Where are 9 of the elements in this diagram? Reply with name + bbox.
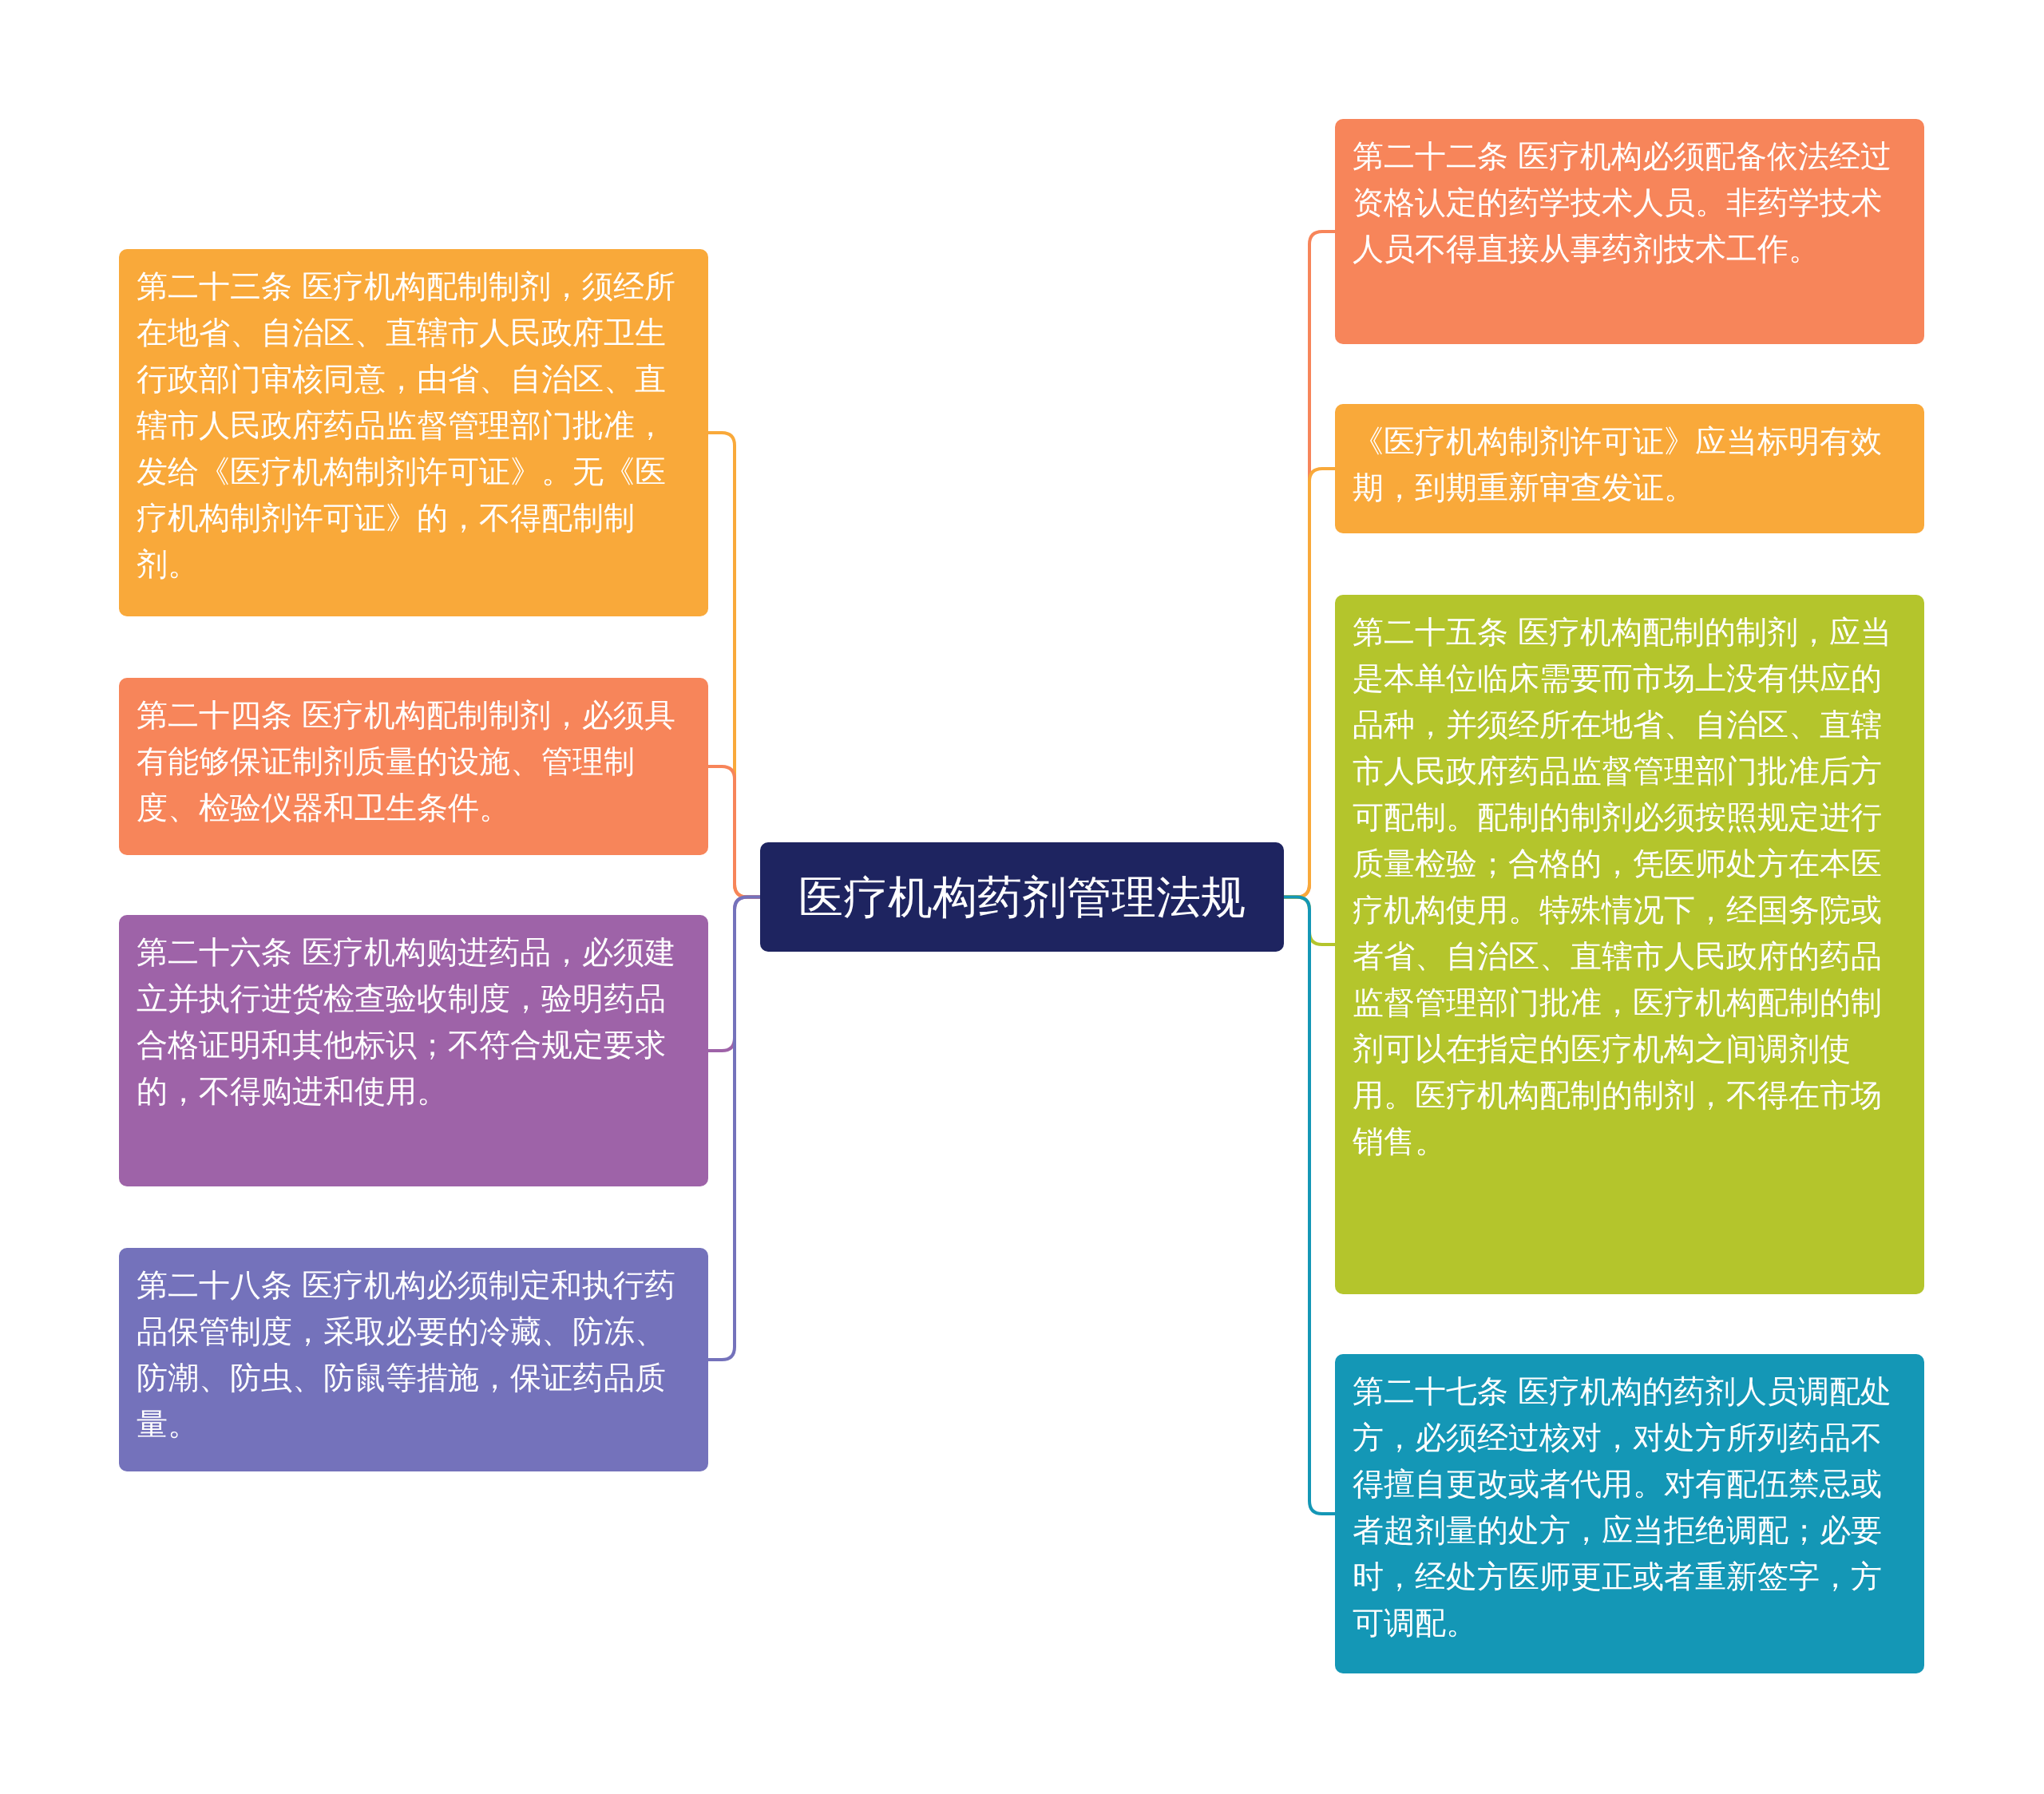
topic-box: 第二十八条 医疗机构必须制定和执行药品保管制度，采取必要的冷藏、防冻、防潮、防虫、防鼠等措施，保证药品质量。 — [119, 1248, 708, 1471]
topic-box: 第二十三条 医疗机构配制制剂，须经所在地省、自治区、直辖市人民政府卫生行政部门审核同意，由省、自治区、直辖市人民政府药品监督管理部门批准，发给《医疗机构制剂许可证》。无《医疗机构制剂许可证》的，不得配制制剂。 — [119, 249, 708, 616]
central-topic-box: 医疗机构药剂管理法规 — [760, 842, 1284, 952]
topic-box: 第二十五条 医疗机构配制的制剂，应当是本单位临床需要而市场上没有供应的品种，并须经所在地省、自治区、直辖市人民政府药品监督管理部门批准后方可配制。配制的制剂必须按照规定进行质量检验；合格的，凭医师处方在本医疗机构使用。特殊情况下，经国务院或者省、自治区、直辖市人民政府的药品监督管理部门批准，医疗机构配制的制剂可以在指定的医疗机构之间调剂使用。医疗机构配制的制剂，不得在市场销售。 — [1335, 595, 1924, 1294]
topic-box: 《医疗机构制剂许可证》应当标明有效期，到期重新审查发证。 — [1335, 404, 1924, 533]
topic-box: 第二十二条 医疗机构必须配备依法经过资格认定的药学技术人员。非药学技术人员不得直接从事药剂技术工作。 — [1335, 119, 1924, 344]
topic-box: 第二十六条 医疗机构购进药品，必须建立并执行进货检查验收制度，验明药品合格证明和其他标识；不符合规定要求的，不得购进和使用。 — [119, 915, 708, 1186]
topic-box: 第二十七条 医疗机构的药剂人员调配处方，必须经过核对，对处方所列药品不得擅自更改或者代用。对有配伍禁忌或者超剂量的处方，应当拒绝调配；必要时，经处方医师更正或者重新签字，方可调配。 — [1335, 1354, 1924, 1673]
topic-box: 第二十四条 医疗机构配制制剂，必须具有能够保证制剂质量的设施、管理制度、检验仪器和卫生条件。 — [119, 678, 708, 855]
